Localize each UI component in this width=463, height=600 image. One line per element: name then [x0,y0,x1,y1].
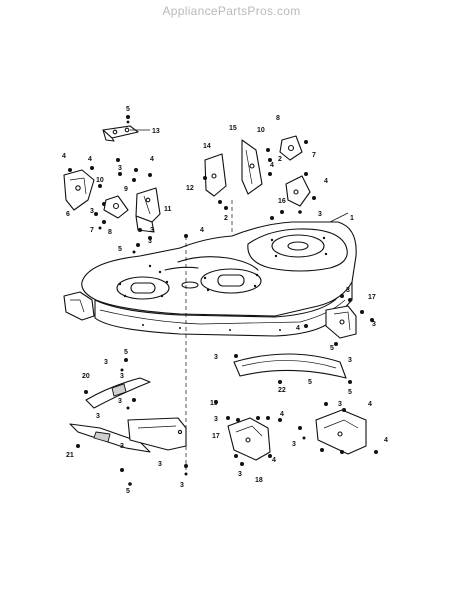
callout: 3 [214,416,218,423]
callout: 3 [346,287,350,294]
callout: 17 [368,294,376,301]
callout: 16 [278,198,286,205]
callout: 3 [338,401,342,408]
callout: 13 [152,128,160,135]
bracket-15[interactable] [241,139,263,195]
callout: 12 [186,185,194,192]
callout: 3 [372,321,376,328]
bracket-13[interactable] [102,125,139,142]
blade-19[interactable] [85,377,151,409]
watermark: AppliancePartsPros.com [162,4,301,18]
callout: 5 [126,488,130,495]
callout: 3 [148,238,152,245]
blade-20[interactable] [69,423,151,453]
callout: 3 [158,461,162,468]
callout: 10 [96,177,104,184]
callout: 3 [318,211,322,218]
callout: 7 [90,227,94,234]
callout: 5 [308,379,312,386]
callout: 1 [350,215,354,222]
callout: 3 [292,441,296,448]
callout: 3 [90,208,94,215]
callout: 4 [324,178,328,185]
callout: 5 [118,246,122,253]
callout: 3 [180,482,184,489]
bracket-17-bottom[interactable] [227,417,271,461]
callout: 3 [150,227,154,234]
callout: 8 [108,229,112,236]
bracket-11[interactable] [135,187,161,233]
callout: 4 [270,162,274,169]
plate-21[interactable] [127,417,187,451]
callout: 4 [88,156,92,163]
bracket-17-right[interactable] [325,305,357,339]
callout: 4 [272,457,276,464]
callout: 5 [124,349,128,356]
callout: 21 [66,452,74,459]
callout: 4 [280,411,284,418]
callout: 3 [120,443,124,450]
callout: 5 [126,106,130,113]
callout: 11 [164,206,172,213]
baffle-22[interactable] [233,353,347,379]
callout: 3 [238,471,242,478]
callout: 10 [257,127,265,134]
bracket-16[interactable] [285,175,311,207]
callout: 3 [120,373,124,380]
callout: 3 [104,359,108,366]
callout: 2 [224,215,228,222]
callout: 3 [118,398,122,405]
callout: 4 [368,401,372,408]
bracket-18[interactable] [315,409,367,455]
callout: 5 [330,345,334,352]
callout: 4 [200,227,204,234]
callout: 17 [212,433,220,440]
callout: 7 [312,152,316,159]
callout: 4 [296,325,300,332]
callout: 3 [348,357,352,364]
part-callouts: 5 13 4 4 3 4 3 6 7 8 9 10 11 3 14 12 2 1… [62,106,388,495]
pivot-arm-8[interactable] [279,135,303,161]
callout: 3 [118,165,122,172]
callout: 14 [203,143,211,150]
mower-deck-housing[interactable] [63,221,357,337]
bracket-6[interactable] [63,169,95,211]
pivot-arm-9[interactable] [103,195,129,219]
callout: 5 [348,389,352,396]
callout: 3 [214,354,218,361]
callout: 3 [96,413,100,420]
callout: 2 [278,156,282,163]
callout: 18 [255,477,263,484]
callout: 19 [210,400,218,407]
callout: 4 [384,437,388,444]
callout: 20 [82,373,90,380]
callout: 9 [124,186,128,193]
bracket-14[interactable] [204,153,227,197]
callout: 4 [150,156,154,163]
callout: 4 [62,153,66,160]
callout: 22 [278,387,286,394]
callout: 8 [276,115,280,122]
callout: 15 [229,125,237,132]
callout: 6 [66,211,70,218]
